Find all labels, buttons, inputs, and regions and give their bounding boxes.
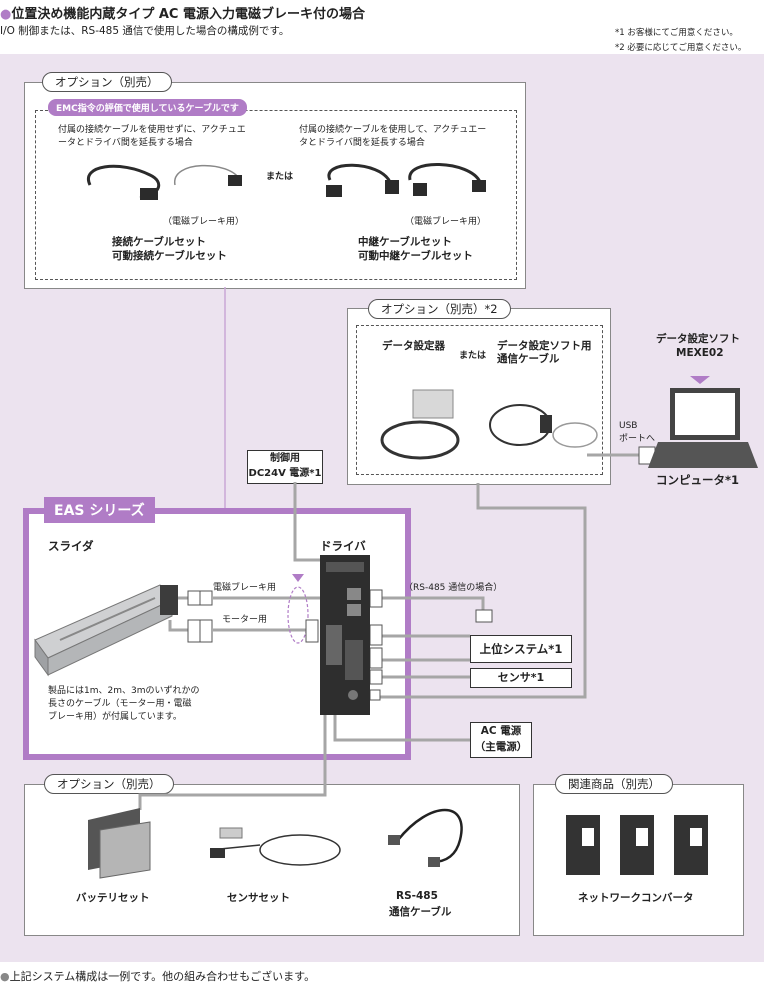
slider-label: スライダ (48, 539, 94, 553)
option-bottom-pill: オプション（別売） (44, 774, 174, 794)
page-title: ●位置決め機能内蔵タイプ AC 電源入力電磁ブレーキ付の場合 (0, 7, 365, 22)
software-label: データ設定ソフト (656, 333, 740, 345)
network-converter-label: ネットワークコンバータ (578, 892, 694, 904)
eas-desc-2: 長さのケーブル（モーター用・電磁 (48, 699, 192, 709)
software-name: MEXE02 (676, 347, 724, 359)
sensor-box: センサ*1 (470, 668, 572, 688)
note-1: *1 お客様にてご用意ください。 (615, 28, 738, 38)
motor-cable-label: モーター用 (222, 615, 268, 625)
or-label-mid: または (459, 351, 487, 361)
ac-power-box: AC 電源 （主電源） (470, 722, 532, 758)
right-desc-1: 付属の接続ケーブルを使用して、アクチュエー (299, 125, 487, 135)
computer-label: コンピュータ*1 (656, 473, 740, 487)
eas-series-tab: EAS シリーズ (44, 497, 155, 523)
movable-relay-cable-set: 可動中継ケーブルセット (358, 250, 473, 262)
note-2: *2 必要に応じてご用意ください。 (615, 43, 747, 53)
software-cable-label-2: 通信ケーブル (497, 353, 560, 365)
eas-desc-3: ブレーキ用）が付属しています。 (48, 712, 182, 722)
battery-set-label: バッテリセット (76, 892, 150, 904)
software-cable-label-1: データ設定ソフト用 (497, 340, 592, 352)
dc24v-power-box: 制御用 DC24V 電源*1 (247, 450, 323, 484)
rs485-cable-label: 通信ケーブル (389, 906, 452, 918)
page-subtitle: I/O 制御または、RS-485 通信で使用した場合の構成例です。 (0, 25, 290, 37)
right-desc-2: タとドライバ間を延長する場合 (299, 138, 425, 148)
data-setter-label: データ設定器 (382, 340, 445, 352)
brake-cable-label: 電磁ブレーキ用 (213, 583, 277, 593)
emc-badge: EMC指令の評価で使用しているケーブルです (48, 99, 247, 116)
driver-label: ドライバ (320, 539, 366, 553)
eas-desc-1: 製品には1m、2m、3mのいずれかの (48, 686, 200, 696)
usb-port-label: ポートへ (619, 434, 656, 444)
footer-note: ●上記システム構成は一例です。他の組み合わせもございます。 (0, 970, 316, 983)
sensor-set-label: センサセット (227, 892, 290, 904)
left-desc-1: 付属の接続ケーブルを使用せずに、アクチュエ (58, 125, 246, 135)
rs485-label: RS-485 (396, 890, 438, 902)
relay-cable-set: 中継ケーブルセット (358, 236, 452, 248)
movable-connect-cable-set: 可動接続ケーブルセット (112, 250, 227, 262)
related-pill: 関連商品（別売） (555, 774, 673, 794)
or-label-top: または (266, 172, 294, 182)
rs485-case-label: （RS-485 通信の場合） (404, 583, 503, 593)
brake-label-right: （電磁ブレーキ用） (405, 217, 487, 227)
brake-label-left: （電磁ブレーキ用） (163, 217, 245, 227)
left-desc-2: ータとドライバ間を延長する場合 (58, 138, 193, 148)
related-box (533, 784, 744, 936)
usb-label: USB (619, 421, 638, 431)
option-top-pill: オプション（別売） (42, 72, 172, 92)
connect-cable-set: 接続ケーブルセット (112, 236, 206, 248)
option-mid-pill: オプション（別売）*2 (368, 299, 511, 319)
host-system-box: 上位システム*1 (470, 635, 572, 663)
